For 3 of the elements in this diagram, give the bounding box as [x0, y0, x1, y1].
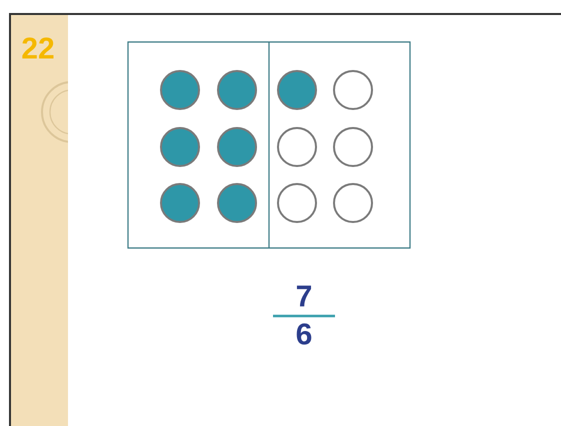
denominator: 6 — [296, 323, 312, 345]
slide-number: 22 — [22, 38, 54, 58]
numerator: 7 — [296, 286, 312, 306]
